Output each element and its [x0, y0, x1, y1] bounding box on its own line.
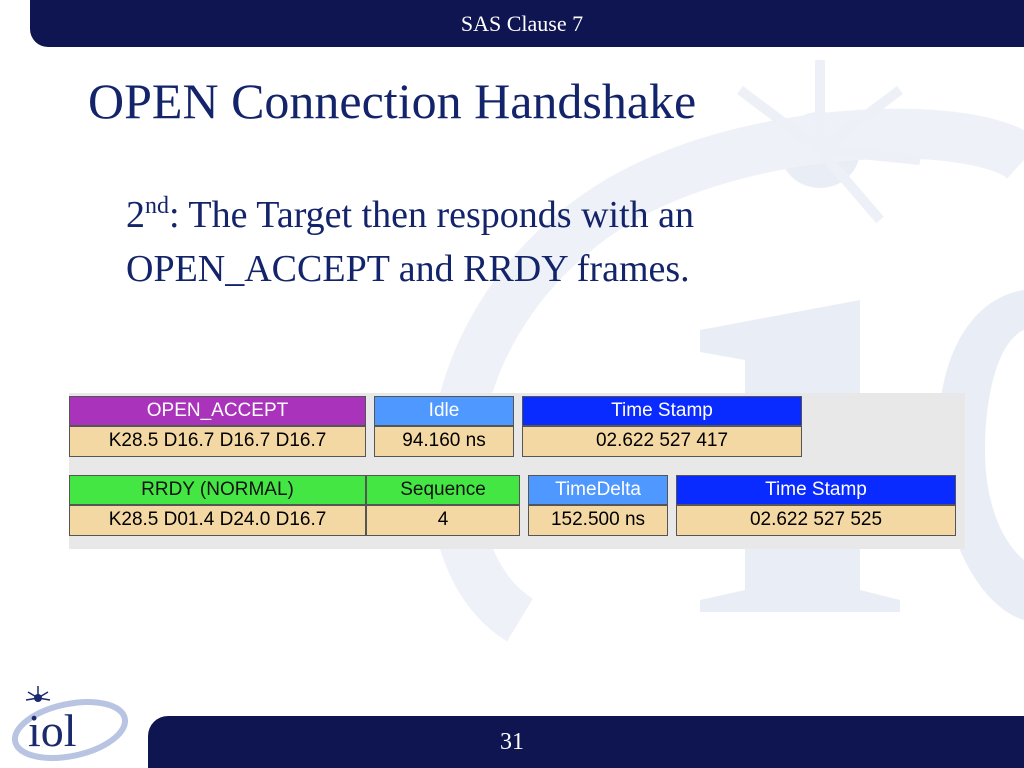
- protocol-trace-panel: OPEN_ACCEPT K28.5 D16.7 D16.7 D16.7 Idle…: [69, 393, 965, 549]
- trace-cell-value: K28.5 D16.7 D16.7 D16.7: [69, 426, 366, 457]
- trace-cell-header: Time Stamp: [522, 396, 802, 426]
- trace-cell-header: Sequence: [366, 475, 520, 505]
- header-bar: SAS Clause 7: [30, 0, 1024, 47]
- trace-cell-value: 94.160 ns: [374, 426, 514, 457]
- trace-cell-header: Time Stamp: [676, 475, 956, 505]
- logo-text: iol: [28, 705, 77, 756]
- trace-cell-header: Idle: [374, 396, 514, 426]
- bullet-body: : The Target then responds with an OPEN_…: [126, 194, 695, 290]
- trace-cell-value: 152.500 ns: [528, 505, 668, 536]
- header-text: SAS Clause 7: [460, 11, 584, 36]
- trace-cell-value: 4: [366, 505, 520, 536]
- trace-cell-header: OPEN_ACCEPT: [69, 396, 366, 426]
- trace-cell-header: TimeDelta: [528, 475, 668, 505]
- trace-cell-value: 02.622 527 417: [522, 426, 802, 457]
- bullet-text: 2nd: The Target then responds with an OP…: [126, 188, 946, 296]
- footer-bar: 31: [148, 716, 1024, 768]
- iol-logo: iol: [11, 686, 129, 761]
- trace-cell-value: 02.622 527 525: [676, 505, 956, 536]
- trace-cell-value: K28.5 D01.4 D24.0 D16.7: [69, 505, 366, 536]
- bullet-ordinal-suffix: nd: [145, 193, 169, 219]
- bullet-ordinal: 2: [126, 194, 145, 236]
- slide-title: OPEN Connection Handshake: [88, 73, 697, 129]
- page-number: 31: [500, 729, 524, 755]
- trace-cell-header: RRDY (NORMAL): [69, 475, 366, 505]
